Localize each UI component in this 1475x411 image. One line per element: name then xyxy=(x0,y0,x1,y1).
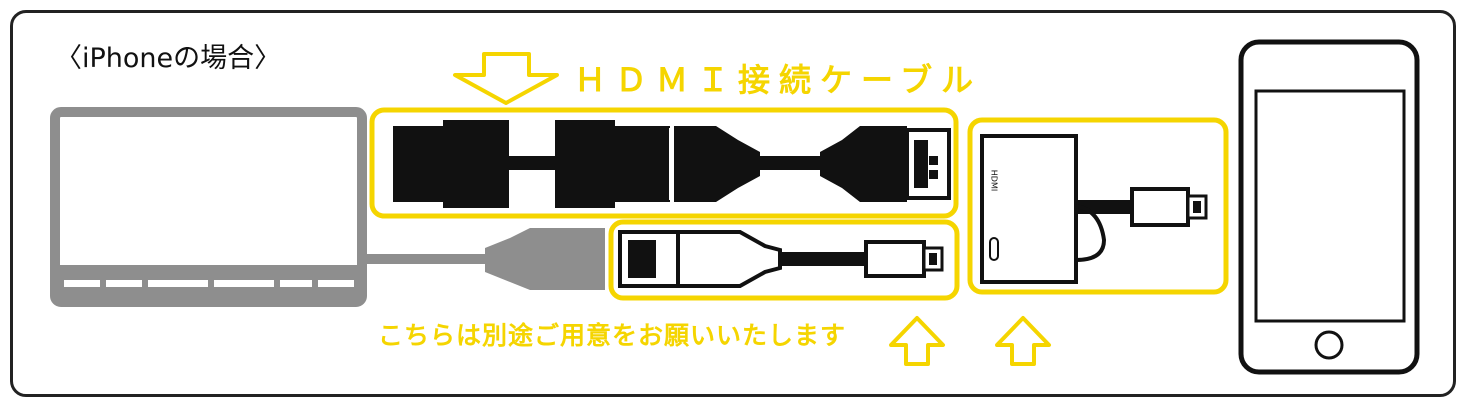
usb-cable-box xyxy=(608,219,960,301)
hdmi-cable-box xyxy=(369,107,959,219)
adapter-port-label: HDMI xyxy=(989,169,999,192)
iphone-icon xyxy=(1238,39,1420,375)
up-arrow-icon xyxy=(995,316,1051,366)
separate-purchase-note: こちらは別途ご用意をお願いいたします xyxy=(378,321,847,350)
page-title: 〈iPhoneの場合〉 xyxy=(55,43,282,74)
down-arrow-icon xyxy=(453,52,559,105)
hdmi-cable-label: ＨＤＭＩ接続ケーブル xyxy=(574,61,983,99)
up-arrow-icon xyxy=(889,316,945,366)
monitor-usb-cable-icon xyxy=(362,228,605,290)
usb-lightning-cable-icon xyxy=(618,230,944,288)
car-monitor-icon xyxy=(50,107,367,307)
hdmi-cable-icon xyxy=(393,120,951,208)
diagram-frame xyxy=(10,10,1456,397)
adapter-box xyxy=(967,117,1229,295)
av-adapter-icon xyxy=(980,134,1208,284)
